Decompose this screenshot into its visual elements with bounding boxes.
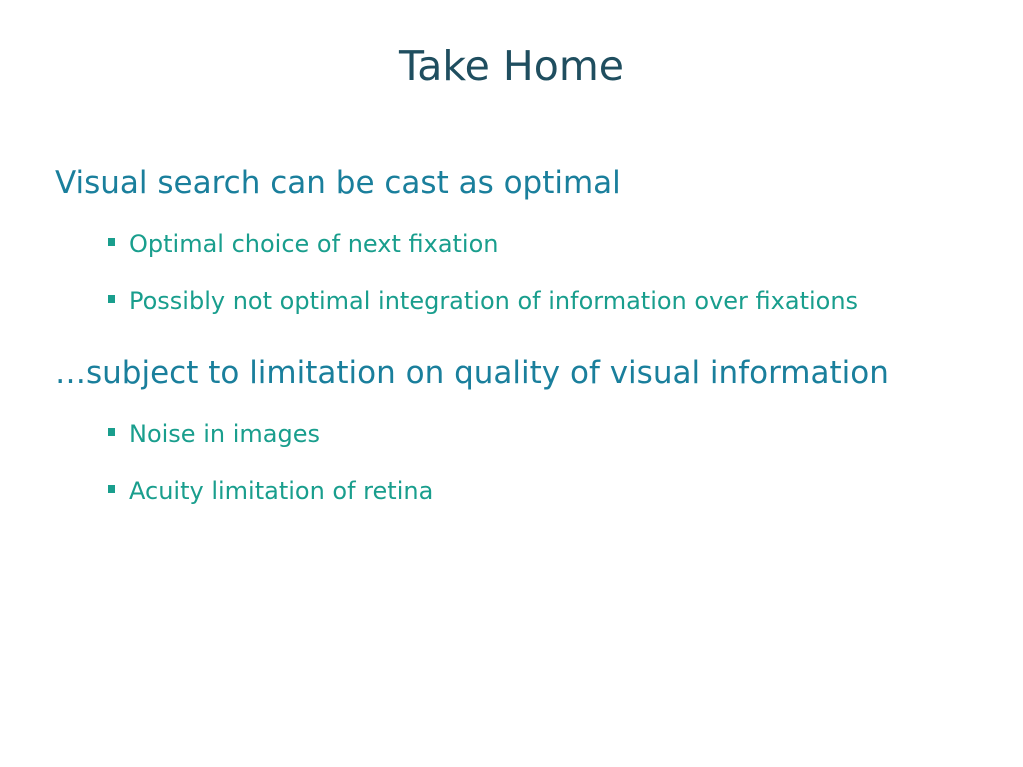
bullet-item: Possibly not optimal integration of info… [108, 285, 858, 317]
bullet-text: Noise in images [129, 420, 320, 448]
bullet-item: Noise in images [108, 418, 320, 450]
square-bullet-icon [108, 238, 115, 246]
bullet-text: Possibly not optimal integration of info… [129, 287, 859, 315]
bullet-text: Acuity limitation of retina [129, 477, 434, 505]
bullet-item: Optimal choice of next fixation [108, 228, 499, 260]
section-heading-2: …subject to limitation on quality of vis… [55, 355, 889, 391]
square-bullet-icon [108, 428, 115, 436]
slide-title: Take Home [399, 42, 624, 90]
bullet-text: Optimal choice of next fixation [129, 230, 499, 258]
bullet-item: Acuity limitation of retina [108, 475, 433, 507]
section-heading-1: Visual search can be cast as optimal [55, 165, 621, 201]
square-bullet-icon [108, 485, 115, 493]
square-bullet-icon [108, 295, 115, 303]
